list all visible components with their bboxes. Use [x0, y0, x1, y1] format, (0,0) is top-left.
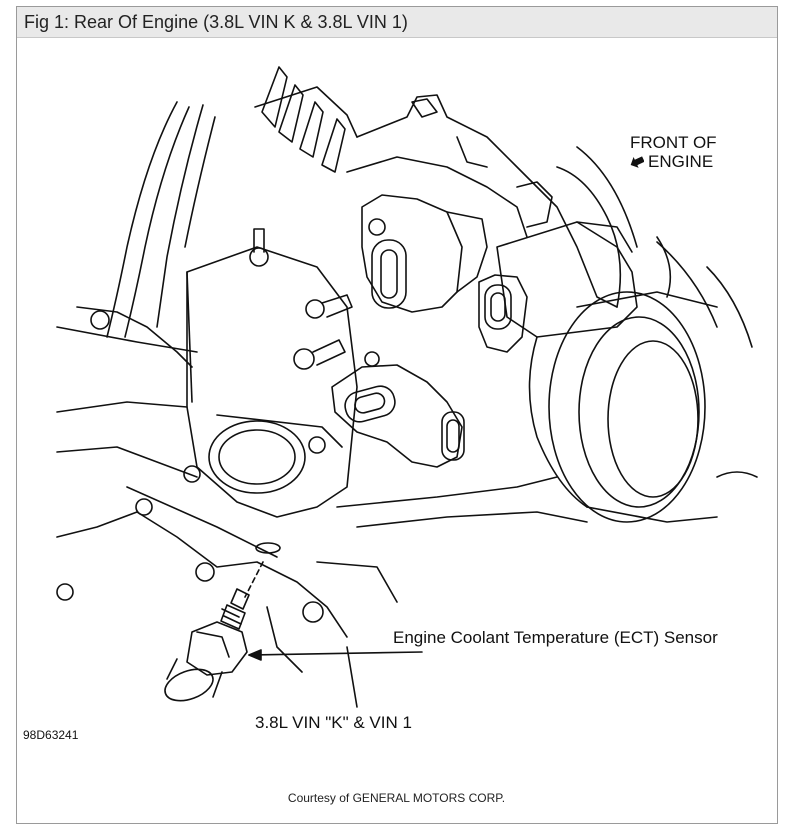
vin-caption: 3.8L VIN "K" & VIN 1 — [255, 713, 412, 732]
intake-fins — [254, 66, 358, 173]
tps-connector — [478, 274, 528, 353]
right-side-details — [656, 241, 758, 478]
iac-valve — [361, 194, 488, 313]
figure-title: Fig 1: Rear Of Engine (3.8L VIN K & 3.8L… — [24, 12, 408, 32]
bolts — [90, 228, 353, 370]
tps-sensor — [331, 351, 465, 468]
belt-cover-lines — [106, 101, 216, 338]
intake-plenum — [346, 94, 672, 308]
credit-line: Courtesy of GENERAL MOTORS CORP. — [287, 791, 506, 805]
ect-sensor-drawing — [164, 588, 250, 702]
figure-title-bar: Fig 1: Rear Of Engine (3.8L VIN K & 3.8L… — [17, 7, 777, 38]
front-of-engine-label: FRONT OF ENGINE — [630, 133, 717, 171]
water-outlet-block — [183, 246, 358, 518]
front-of-label: FRONT OF — [630, 133, 717, 152]
engine-block-lines — [56, 306, 588, 708]
engine-label: ENGINE — [648, 152, 714, 171]
engine-direction-row: ENGINE — [630, 152, 717, 171]
ect-leader-line — [248, 649, 423, 661]
ect-sensor-label: Engine Coolant Temperature (ECT) Sensor — [393, 628, 718, 647]
sensor-insertion-line — [244, 561, 264, 598]
figure-frame: Fig 1: Rear Of Engine (3.8L VIN K & 3.8L… — [16, 6, 778, 824]
front-arrow-icon — [630, 156, 644, 168]
engine-diagram — [56, 66, 758, 708]
throttle-body — [496, 221, 718, 523]
diagram-code: 98D63241 — [23, 728, 79, 742]
